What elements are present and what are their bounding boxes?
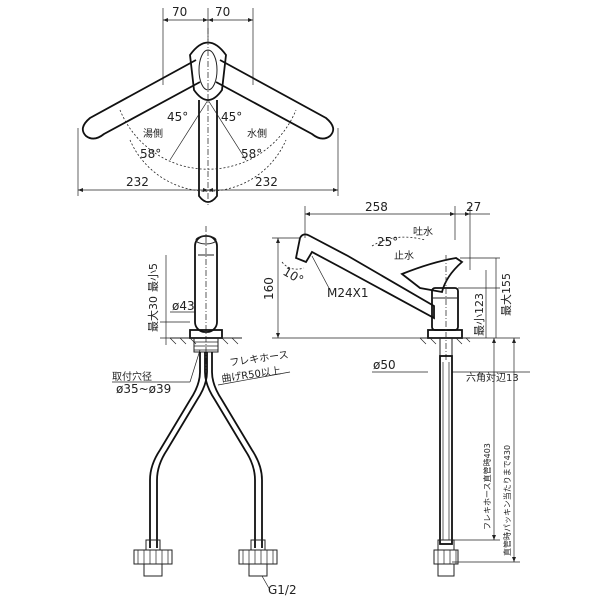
side-hose (439, 355, 453, 545)
angle-10: 10° (281, 264, 306, 287)
side-lever (400, 257, 464, 294)
lever-cold-position (215, 59, 335, 140)
dim-160: 160 (262, 277, 276, 300)
fitting-left (133, 539, 173, 577)
dim-70-right: 70 (215, 5, 230, 19)
dim-27: 27 (466, 200, 481, 214)
label-hex-13: 六角対辺13 (466, 371, 519, 384)
dim-min-123: 最小123 (473, 293, 486, 336)
angle-45-left: 45° (167, 110, 188, 124)
label-flex-hose: フレキホース (229, 349, 290, 369)
dim-dia-43: ø43 (172, 299, 195, 313)
lever-hot-position (81, 59, 201, 140)
dim-232-left: 232 (126, 175, 149, 189)
dim-hose-straight-403: フレキホース直管時403 (482, 443, 492, 530)
angle-58-left: 58° (140, 147, 161, 161)
angle-45-right: 45° (221, 110, 242, 124)
label-mount-hole: 取付穴径 (112, 370, 152, 383)
dim-70-left: 70 (172, 5, 187, 19)
label-min-5: 最小5 (147, 263, 160, 292)
dim-258: 258 (365, 200, 388, 214)
label-g1-2: G1/2 (268, 583, 297, 597)
dim-packing-430: 直管時パッキン当たりまで430 (502, 445, 512, 556)
side-view: 258 27 25° 吐水 止水 10° M24X1 160 (262, 200, 530, 577)
label-hot-side: 湯側 (143, 127, 163, 140)
side-spout (294, 233, 435, 320)
dim-mount-hole-range: ø35~ø39 (116, 382, 171, 396)
angle-25: 25° (377, 235, 398, 249)
angle-58-right: 58° (241, 147, 262, 161)
label-max-30: 最大30 (146, 296, 160, 332)
fitting-right (238, 539, 278, 577)
dim-dia-50: ø50 (373, 358, 396, 372)
side-body (431, 287, 459, 331)
label-stop-water: 止水 (394, 250, 414, 262)
side-fitting (433, 539, 459, 577)
hose-right (204, 352, 256, 548)
dim-max-155: 最大155 (499, 273, 513, 316)
lever-center (189, 41, 227, 101)
dim-232-right: 232 (255, 175, 278, 189)
hose-left (149, 352, 201, 548)
label-cold-side: 水側 (247, 127, 267, 140)
label-spout-water: 吐水 (413, 226, 433, 238)
top-view: 70 70 45° 45° 湯側 水側 58° 58° 232 232 (77, 5, 339, 205)
label-m24x1: M24X1 (327, 286, 368, 300)
